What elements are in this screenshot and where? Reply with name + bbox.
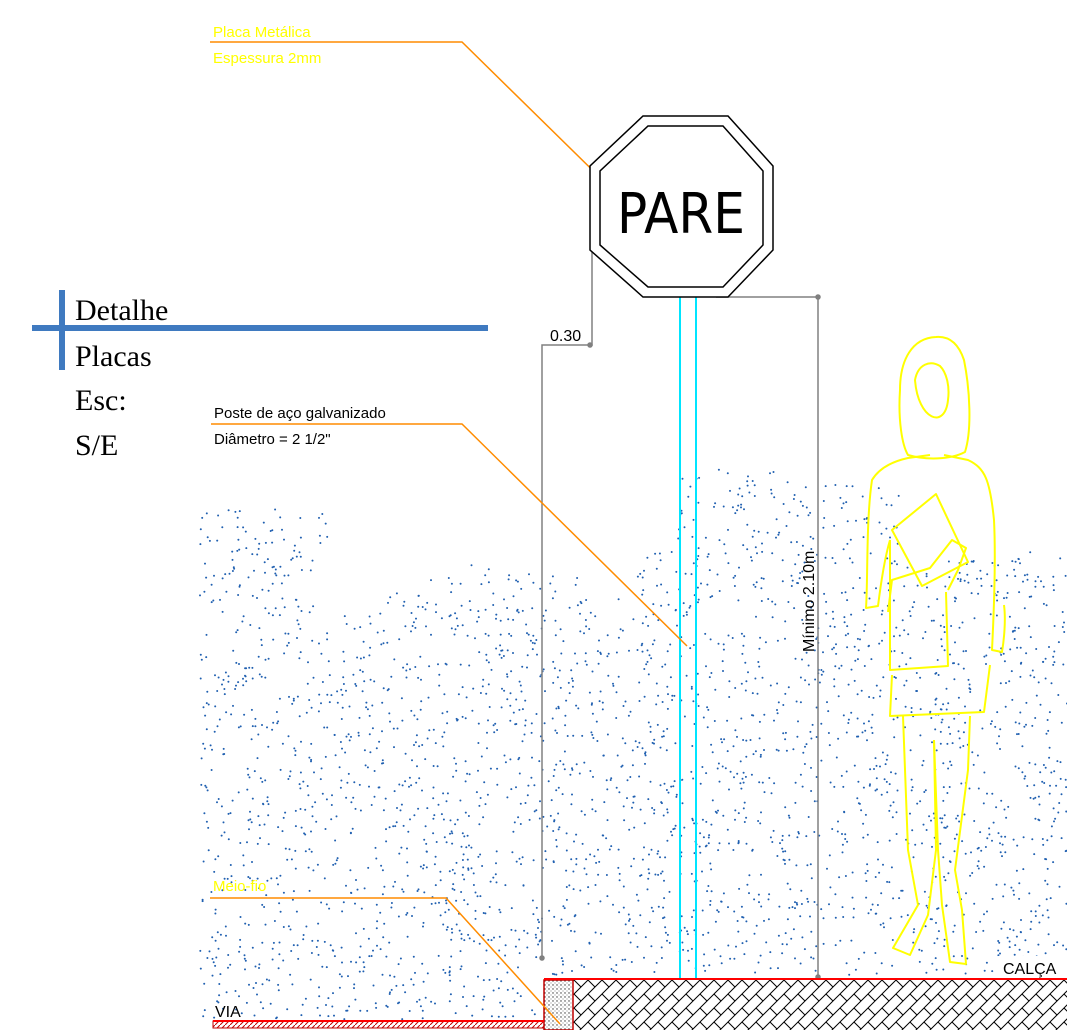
plate-label-line1: Placa Metálica (213, 24, 311, 41)
road-hatch (212, 1020, 545, 1029)
height-dimension-value: Mínimo 2.10m (801, 551, 818, 652)
person-silhouette (865, 335, 1006, 965)
stop-sign: PARE (589, 115, 774, 298)
sign-text: PARE (617, 182, 745, 247)
post-label-line2: Diâmetro = 2 1/2" (214, 431, 331, 448)
dimension-lines (539, 252, 821, 980)
title-line-detalhe: Detalhe (75, 294, 168, 327)
curb-annotation: Meio-fio (210, 878, 561, 1025)
title-block: Detalhe Placas Esc: S/E (32, 290, 488, 462)
vegetation-stipple (199, 468, 1067, 1021)
post-label-line1: Poste de aço galvanizado (214, 405, 386, 422)
post-annotation: Poste de aço galvanizado Diâmetro = 2 1/… (211, 405, 688, 647)
plate-leader-line (210, 41, 629, 206)
offset-dimension-value: 0.30 (550, 328, 581, 345)
sign-post (679, 297, 697, 978)
post-leader-line (211, 423, 688, 647)
ground: VIA CALÇA (212, 956, 1067, 1030)
scale-label: Esc: (75, 384, 127, 417)
offset-dimension-line (541, 252, 593, 960)
curb-leader-line (210, 897, 561, 1025)
title-bar-horizontal (32, 325, 488, 331)
sidewalk-label: CALÇA (1003, 961, 1057, 978)
title-line-placas: Placas (75, 340, 152, 373)
scale-value: S/E (75, 429, 118, 462)
plate-annotation: Placa Metálica Espessura 2mm (210, 24, 629, 206)
title-bar-vertical (59, 290, 65, 370)
plate-label-line2: Espessura 2mm (213, 50, 321, 67)
curb-label: Meio-fio (213, 878, 266, 895)
sidewalk-hatch (573, 980, 1067, 1030)
road-label: VIA (215, 1004, 241, 1021)
sign-inner-octagon (599, 125, 764, 288)
